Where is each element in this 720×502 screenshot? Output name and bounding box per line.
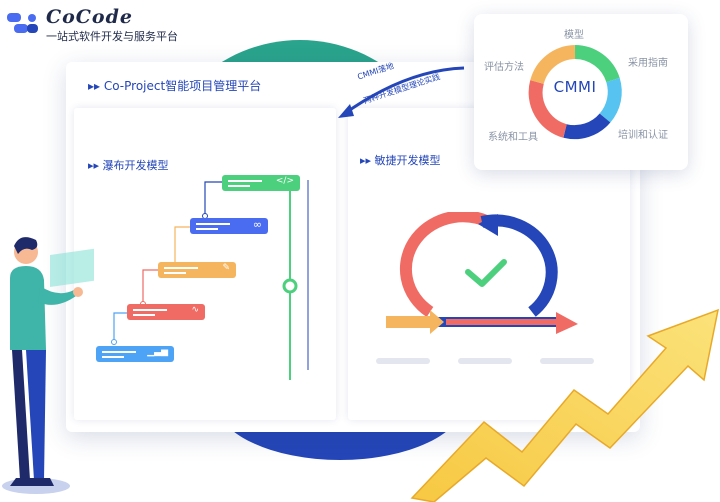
placeholder-bar-2 xyxy=(458,358,512,364)
brand-logo[interactable]: CoCode 一站式软件开发与服务平台 xyxy=(6,6,206,46)
cmmi-label-tools: 系统和工具 xyxy=(488,132,538,143)
brand-subtitle: 一站式软件开发与服务平台 xyxy=(46,30,178,43)
infinity-icon: ∞ xyxy=(252,218,262,231)
check-icon xyxy=(465,259,507,287)
person-illustration xyxy=(2,237,94,494)
cmmi-label-model: 模型 xyxy=(564,30,584,41)
cmmi-label-assessment: 评估方法 xyxy=(484,62,524,73)
bar-chart-icon: ▁▃▅ xyxy=(147,347,168,357)
placeholder-bar-1 xyxy=(376,358,430,364)
cmmi-center-label: CMMI xyxy=(553,78,597,96)
brand-title: CoCode xyxy=(46,6,133,28)
agile-cycle-diagram xyxy=(386,212,578,334)
cmmi-card xyxy=(474,14,688,170)
cmmi-label-training: 培训和认证 xyxy=(618,130,668,141)
stage-bar-2: ∞ xyxy=(190,218,268,234)
annotation-arrow xyxy=(338,66,465,118)
pencil-icon: ✎ xyxy=(222,263,230,273)
panel-title: ▸▸ Co-Project智能项目管理平台 xyxy=(88,79,262,93)
stage-bar-4: ∿ xyxy=(127,304,205,320)
cmmi-donut-chart xyxy=(528,45,622,140)
cocode-logo-icon xyxy=(7,13,38,33)
waterfall-diagram xyxy=(111,178,309,380)
growth-arrow-icon xyxy=(410,308,719,502)
placeholder-bar-3 xyxy=(540,358,594,364)
stage-bar-3: ✎ xyxy=(158,262,236,278)
waterfall-heading: ▸▸ 瀑布开发模型 xyxy=(88,159,169,172)
code-icon: </> xyxy=(275,176,294,186)
stage-bar-5: ▁▃▅ xyxy=(96,346,174,362)
cmmi-label-guide: 采用指南 xyxy=(628,58,668,69)
stage-bar-1: </> xyxy=(222,175,300,191)
agile-heading: ▸▸ 敏捷开发模型 xyxy=(360,154,441,167)
wave-icon: ∿ xyxy=(191,305,199,315)
